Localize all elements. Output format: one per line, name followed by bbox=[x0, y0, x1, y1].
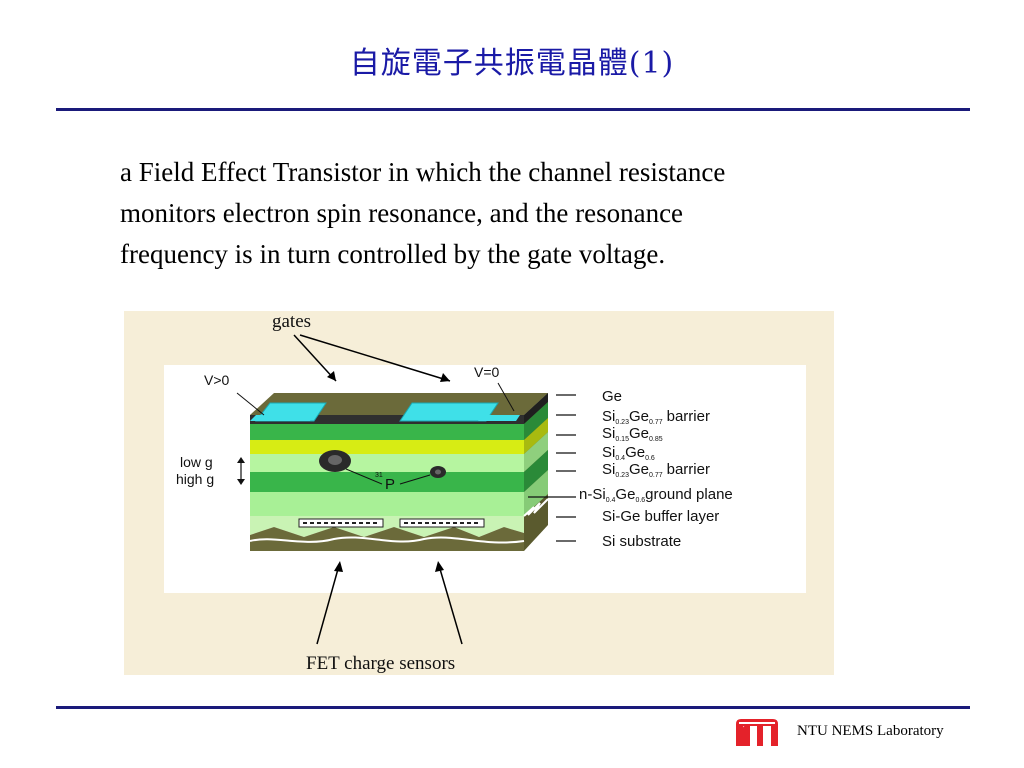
ntu-nems-logo-icon bbox=[736, 719, 778, 746]
label-high-g: high g bbox=[176, 471, 214, 487]
layer-si04-front bbox=[250, 454, 524, 472]
slide-title: 自旋電子共振電晶體(1) bbox=[349, 46, 675, 81]
fet-sensor-right bbox=[399, 518, 485, 528]
layer-label-substrate: Si substrate bbox=[602, 533, 681, 550]
label-low-g: low g bbox=[180, 454, 213, 470]
layer-label-si015: Si0.15Ge0.85 bbox=[602, 425, 663, 443]
layer-substrate-front bbox=[250, 527, 524, 551]
label-v-left: V>0 bbox=[204, 372, 230, 388]
layer-label-si04: Si0.4Ge0.6 bbox=[602, 444, 655, 462]
layer-label-buffer: Si-Ge buffer layer bbox=[602, 508, 719, 525]
layer-ground-plane-front bbox=[250, 492, 524, 516]
layer-label-ge: Ge bbox=[602, 388, 622, 405]
body-line-2: monitors electron spin resonance, and th… bbox=[120, 198, 684, 228]
body-line-1: a Field Effect Transistor in which the c… bbox=[120, 157, 726, 187]
footer-lab-name: NTU NEMS Laboratory bbox=[797, 723, 944, 739]
body-paragraph: a Field Effect Transistor in which the c… bbox=[120, 152, 900, 275]
gate-right bbox=[399, 402, 499, 422]
label-v-right: V=0 bbox=[474, 364, 500, 380]
layer-si015-front bbox=[250, 440, 524, 454]
layer-barrier-1-front bbox=[250, 424, 524, 440]
top-divider bbox=[56, 108, 970, 111]
spin-resonance-transistor-diagram: gates V>0 V=0 low g high g 31 P Ge Si0.2… bbox=[124, 311, 834, 675]
layer-ge-front bbox=[250, 415, 524, 424]
layer-barrier-2-front bbox=[250, 472, 524, 492]
label-fet-charge-sensors: FET charge sensors bbox=[306, 653, 455, 674]
layer-label-ground-plane: n-Si0.4Ge0.6ground plane bbox=[579, 486, 733, 504]
label-gates: gates bbox=[272, 311, 311, 332]
label-p31: P bbox=[385, 476, 395, 493]
fet-sensor-left bbox=[298, 518, 384, 528]
label-p-super: 31 bbox=[375, 472, 383, 479]
body-line-3: frequency is in turn controlled by the g… bbox=[120, 239, 666, 269]
bottom-divider bbox=[56, 706, 970, 709]
